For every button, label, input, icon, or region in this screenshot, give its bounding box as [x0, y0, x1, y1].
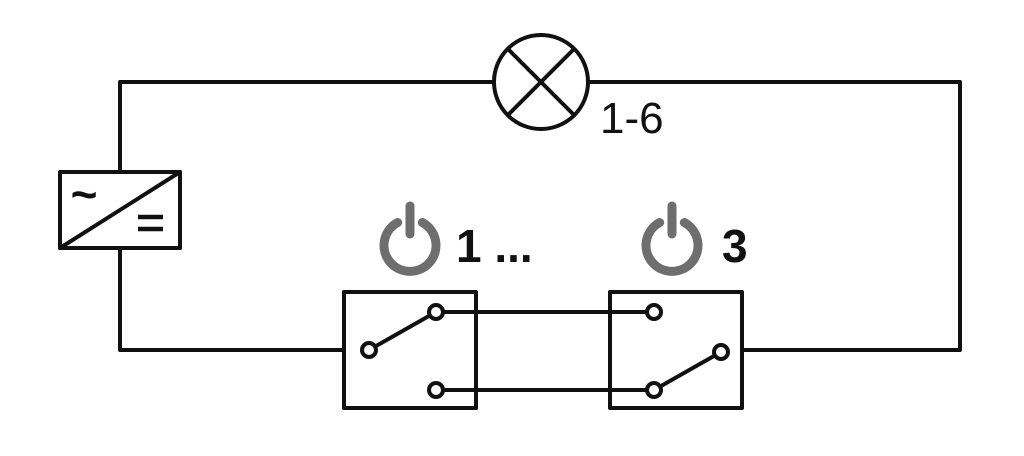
switch-2-label: 3 [722, 220, 748, 272]
ac-symbol: ~ [71, 168, 98, 220]
ac-dc-converter-icon: ~ [58, 168, 182, 250]
switch-1 [342, 290, 478, 410]
wire-top-left [118, 80, 496, 174]
switch-2-pin-lower [645, 381, 663, 399]
lamp-label: 1-6 [600, 94, 664, 143]
switch-1-label: 1 ... [456, 220, 533, 272]
power-icon [379, 201, 441, 276]
power-icon [641, 201, 703, 276]
switch-2-pin-common [712, 343, 730, 361]
switch-2-pin-upper [645, 303, 663, 321]
switch-1-pin-common [360, 341, 378, 359]
switch-1-blade [367, 310, 438, 352]
wire-top-right [586, 80, 962, 352]
lamp-icon [492, 33, 590, 131]
wire-bottom-left [118, 246, 371, 352]
converter-diagonal [58, 170, 182, 250]
switch-1-pin-lower [427, 381, 445, 399]
switch-1-pin-upper [427, 303, 445, 321]
switch-2-blade [652, 350, 723, 392]
switch-2 [608, 290, 744, 410]
dc-symbol [138, 214, 163, 232]
